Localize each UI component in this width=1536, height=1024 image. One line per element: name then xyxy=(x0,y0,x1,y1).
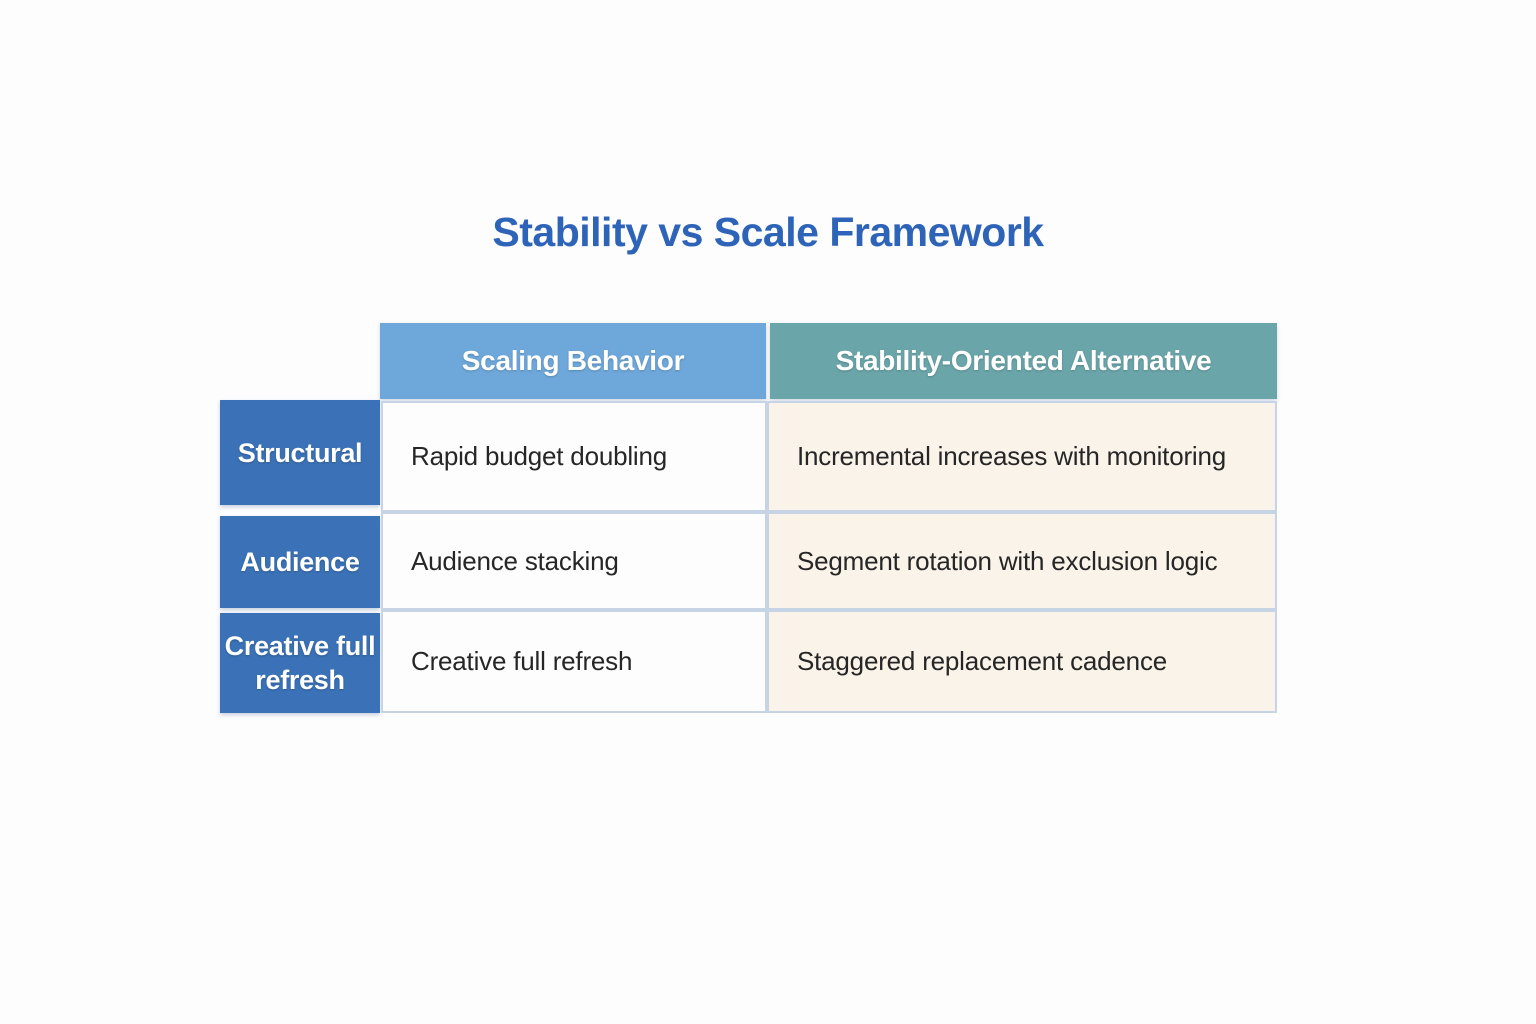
cell-structural-alternative: Incremental increases with monitoring xyxy=(767,401,1277,512)
cell-audience-alternative: Segment rotation with exclusion logic xyxy=(767,512,1277,610)
row-header-structural-label: Structural xyxy=(237,437,363,468)
cell-creative-alternative: Staggered replacement cadence xyxy=(767,610,1277,713)
row-header-creative-full-refresh-label: Creative full refresh xyxy=(224,631,376,695)
cell-creative-scaling-text: Creative full refresh xyxy=(411,646,633,676)
row-header-structural: Structural xyxy=(220,400,380,505)
row-header-audience-label: Audience xyxy=(240,547,360,577)
column-header-scaling-behavior-label: Scaling Behavior xyxy=(461,345,685,376)
cell-creative-scaling: Creative full refresh xyxy=(381,610,767,713)
column-header-stability-alternative: Stability-Oriented Alternative xyxy=(770,323,1277,399)
cell-structural-scaling: Rapid budget doubling xyxy=(381,401,767,512)
cell-structural-alternative-text: Incremental increases with monitoring xyxy=(797,441,1227,471)
cell-creative-alternative-text: Staggered replacement cadence xyxy=(797,646,1168,676)
cell-audience-scaling: Audience stacking xyxy=(381,512,767,610)
cell-audience-alternative-text: Segment rotation with exclusion logic xyxy=(797,545,1218,576)
cell-audience-scaling-text: Audience stacking xyxy=(411,545,619,576)
column-header-scaling-behavior: Scaling Behavior xyxy=(380,323,766,399)
cell-structural-scaling-text: Rapid budget doubling xyxy=(411,441,668,471)
row-header-audience: Audience xyxy=(220,516,380,608)
row-header-creative-full-refresh: Creative full refresh xyxy=(220,613,380,713)
page-title: Stability vs Scale Framework xyxy=(492,209,1044,255)
column-header-stability-alternative-label: Stability-Oriented Alternative xyxy=(835,345,1212,376)
